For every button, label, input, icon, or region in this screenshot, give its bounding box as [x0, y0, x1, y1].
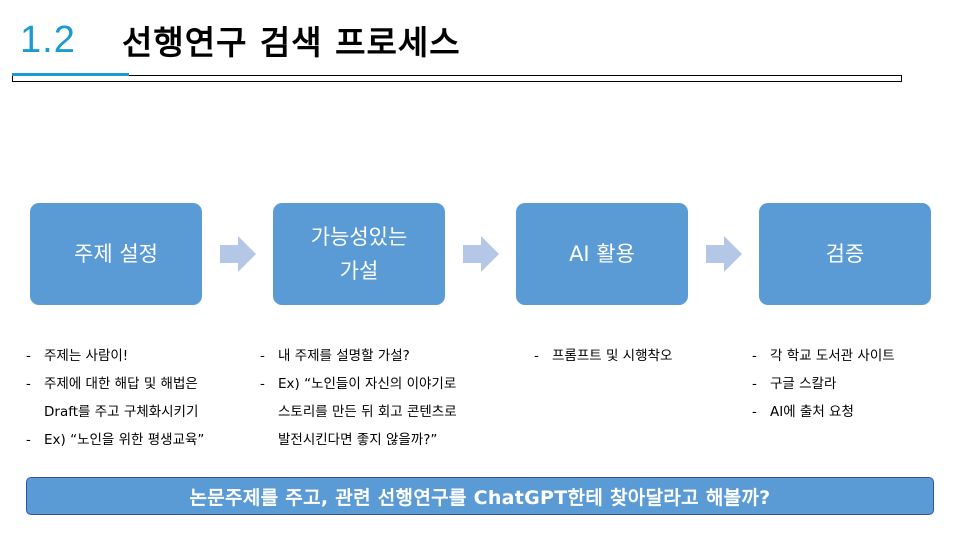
list-item: 각 학교 도서관 사이트: [752, 342, 952, 370]
list-item: 구글 스칼라: [752, 370, 952, 398]
notes-verification: 각 학교 도서관 사이트 구글 스칼라 AI에 출처 요청: [752, 342, 952, 426]
banner-text: 논문주제를 주고, 관련 선행연구를 ChatGPT한테 찾아달라고 해볼까?: [189, 486, 771, 509]
list-item: Ex) “노인을 위한 평생교육”: [26, 426, 256, 454]
list-item: 내 주제를 설명할 가설?: [260, 342, 520, 370]
list-item: 주제에 대한 해답 및 해법은 Draft를 주고 구체화시키기: [26, 370, 256, 426]
page-title: 선행연구 검색 프로세스: [122, 23, 461, 62]
step-label: AI 활용: [569, 242, 635, 266]
list-item: 주제는 사람이!: [26, 342, 256, 370]
notes-topic-setting: 주제는 사람이! 주제에 대한 해답 및 해법은 Draft를 주고 구체화시키…: [26, 342, 256, 454]
step-topic-setting: 주제 설정: [30, 203, 202, 305]
list-item: Ex) “노인들이 자신의 이야기로 스토리를 만든 뒤 회고 콘텐츠로 발전시…: [260, 370, 520, 454]
notes-ai-usage: 프롬프트 및 시행착오: [534, 342, 734, 370]
title-divider: [12, 75, 902, 82]
notes-hypothesis: 내 주제를 설명할 가설? Ex) “노인들이 자신의 이야기로 스토리를 만든…: [260, 342, 520, 454]
summary-banner: 논문주제를 주고, 관련 선행연구를 ChatGPT한테 찾아달라고 해볼까?: [26, 477, 934, 515]
list-item: 프롬프트 및 시행착오: [534, 342, 734, 370]
step-label: 가능성있는 가설: [310, 225, 408, 283]
slide-title: 1.2 선행연구 검색 프로세스: [20, 14, 461, 66]
list-item: AI에 출처 요청: [752, 398, 952, 426]
title-accent-line: [12, 73, 129, 76]
arrow-right-icon: [463, 236, 499, 272]
section-number: 1.2: [20, 18, 76, 61]
arrow-right-icon: [220, 236, 256, 272]
step-verification: 검증: [759, 203, 931, 305]
step-hypothesis: 가능성있는 가설: [273, 203, 445, 305]
step-label: 주제 설정: [74, 242, 158, 266]
step-ai-usage: AI 활용: [516, 203, 688, 305]
arrow-right-icon: [706, 236, 742, 272]
step-label: 검증: [825, 242, 865, 266]
